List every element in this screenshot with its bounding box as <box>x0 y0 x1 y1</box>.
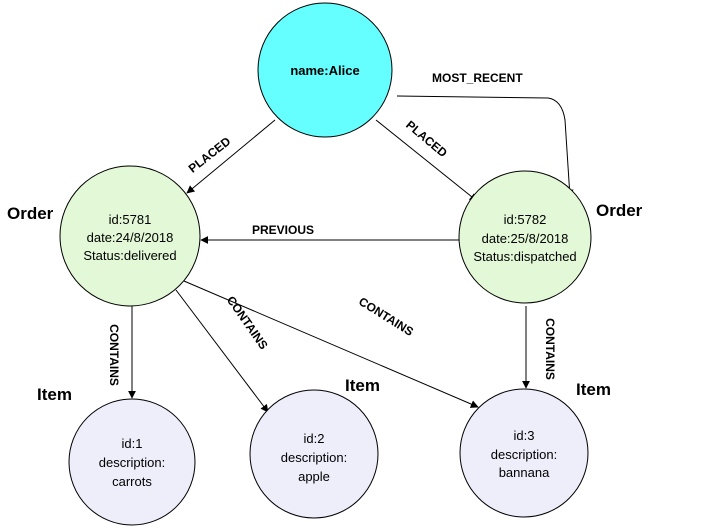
label-most-recent: MOST_RECENT <box>432 71 523 85</box>
type-labels: Order Order Item Item Item <box>7 201 643 404</box>
node-item-2[interactable]: id:2 description: apple <box>249 389 379 519</box>
node-order-5782-line-0: id:5782 <box>504 212 547 227</box>
label-placed-right: PLACED <box>403 118 450 161</box>
node-item-3-line-2: bannana <box>499 465 550 480</box>
edge-contains-3 <box>183 280 479 408</box>
node-item-1-line-0: id:1 <box>122 436 143 451</box>
node-item-2-line-1: description: <box>281 450 347 465</box>
edge-placed-right <box>375 119 478 202</box>
node-order-5781-line-2: Status:delivered <box>83 248 176 263</box>
node-alice-circle <box>257 2 393 138</box>
label-placed-left: PLACED <box>186 134 234 176</box>
label-contains-1: CONTAINS <box>107 324 121 386</box>
node-order-5781-line-0: id:5781 <box>109 212 152 227</box>
node-item-3-line-0: id:3 <box>514 428 535 443</box>
node-order-5782-line-1: date:25/8/2018 <box>482 231 569 246</box>
type-label-item-right: Item <box>576 380 611 399</box>
node-order-5782-circle <box>458 170 592 304</box>
node-item-2-circle <box>249 389 379 519</box>
node-item-2-line-2: apple <box>298 469 330 484</box>
edge-placed-left <box>186 119 276 194</box>
node-item-1[interactable]: id:1 description: carrots <box>68 398 196 526</box>
node-item-2-line-0: id:2 <box>304 431 325 446</box>
edges <box>128 95 574 413</box>
node-alice-line-0: name:Alice <box>290 63 359 78</box>
type-label-item-left: Item <box>37 385 72 404</box>
node-order-5781-line-1: date:24/8/2018 <box>87 230 174 245</box>
node-item-1-line-1: description: <box>99 455 165 470</box>
node-order-5781[interactable]: id:5781 date:24/8/2018 Status:delivered <box>59 165 201 307</box>
node-item-3-line-1: description: <box>491 447 557 462</box>
label-contains-3: CONTAINS <box>356 294 416 339</box>
label-contains-2: CONTAINS <box>224 293 271 352</box>
type-label-order-right: Order <box>596 201 643 220</box>
label-contains-4: CONTAINS <box>543 318 557 380</box>
node-alice[interactable]: name:Alice <box>257 2 393 138</box>
node-order-5781-circle <box>59 165 201 307</box>
node-item-1-circle <box>68 398 196 526</box>
node-item-3[interactable]: id:3 description: bannana <box>459 388 589 518</box>
type-label-order-left: Order <box>7 204 54 223</box>
node-item-3-circle <box>459 388 589 518</box>
node-order-5782[interactable]: id:5782 date:25/8/2018 Status:dispatched <box>458 170 592 304</box>
type-label-item-middle: Item <box>345 376 380 395</box>
node-order-5782-line-2: Status:dispatched <box>473 249 576 264</box>
node-item-1-line-2: carrots <box>112 474 152 489</box>
label-previous: PREVIOUS <box>252 223 314 237</box>
edge-most-recent <box>396 95 574 198</box>
edge-contains-2 <box>175 289 269 413</box>
